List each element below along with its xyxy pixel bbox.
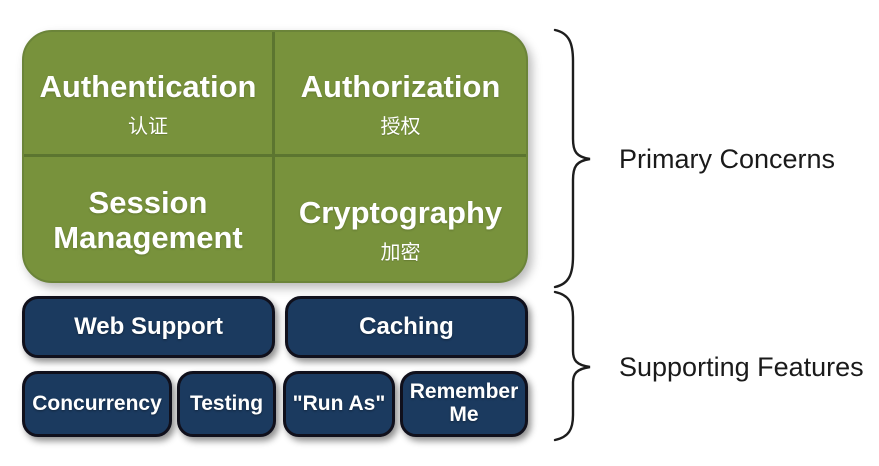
cell-cryptography: Cryptography 加密	[275, 157, 526, 282]
pill-label: Remember Me	[409, 380, 519, 426]
curly-brace-primary-icon	[553, 28, 591, 289]
cell-title: Cryptography	[298, 195, 503, 231]
pill-label: Concurrency	[32, 391, 162, 415]
cell-title: Authorization	[300, 69, 501, 105]
pill-label: Caching	[359, 313, 454, 341]
cell-subtitle-chinese: 加密	[380, 242, 421, 265]
primary-concerns-block: Authentication 认证 Authorization 授权 Sessi…	[22, 30, 528, 283]
cell-subtitle-chinese: 授权	[380, 116, 421, 139]
cell-session-management: Session Management	[24, 156, 275, 281]
cell-authentication: Authentication 认证	[24, 32, 275, 157]
cell-authorization: Authorization 授权	[275, 32, 526, 157]
curly-brace-supporting-icon	[553, 290, 591, 442]
pill-testing: Testing	[177, 371, 276, 437]
cell-subtitle-chinese: 认证	[128, 116, 168, 139]
pill-label: Web Support	[74, 313, 223, 341]
pill-label: Testing	[189, 391, 264, 415]
pill-concurrency: Concurrency	[22, 371, 172, 437]
primary-concerns-label: Primary Concerns	[619, 144, 836, 174]
pill-remember-me: Remember Me	[400, 371, 528, 437]
pill-web-support: Web Support	[22, 296, 275, 358]
cell-title: Authentication	[39, 69, 257, 105]
supporting-features-label: Supporting Features	[619, 352, 864, 382]
cell-title: Session Management	[53, 185, 243, 255]
pill-label: "Run As"	[292, 391, 386, 415]
pill-caching: Caching	[285, 296, 528, 358]
pill-run-as: "Run As"	[283, 371, 395, 437]
